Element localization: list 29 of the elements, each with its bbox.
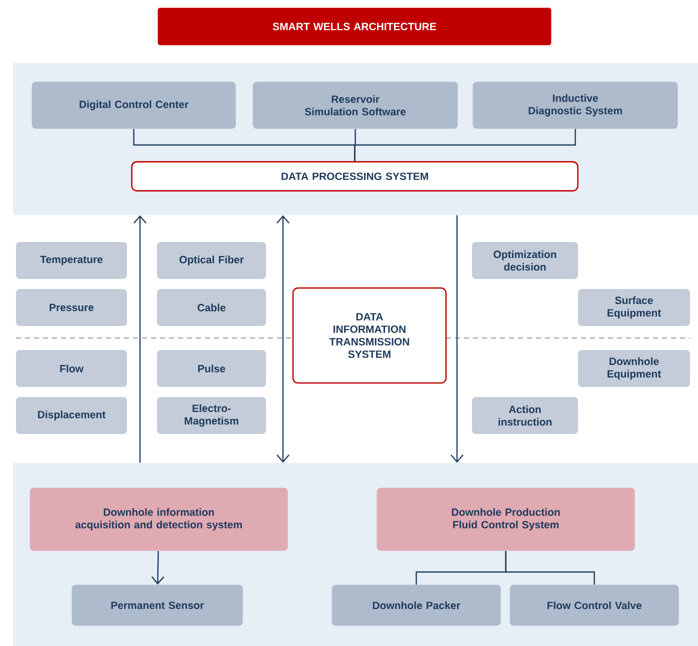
connector-line (134, 215, 146, 463)
method-box: Downhole Equipment (578, 350, 690, 387)
connector-line (450, 215, 464, 463)
method-box: Electro-Magnetism (157, 397, 266, 434)
system-box: DATA INFORMATION TRANSMISSION SYSTEM (292, 287, 447, 384)
method-box: Temperature (16, 242, 127, 279)
component-box: Flow Control Valve (510, 584, 679, 626)
method-box: Cable (157, 289, 266, 326)
component-box: Digital Control Center (32, 82, 236, 129)
method-box: Action instruction (472, 397, 578, 434)
connector-line (276, 215, 290, 463)
method-box: Pulse (157, 350, 266, 387)
subsystem-box: Downhole information acquisition and detection system (30, 488, 288, 551)
connector-line (505, 551, 595, 585)
connector-line (354, 129, 576, 162)
title-banner: SMART WELLS ARCHITECTURE (158, 8, 552, 46)
component-box: Inductive Diagnostic System (472, 82, 678, 129)
component-box: Reservoir Simulation Software (252, 82, 458, 129)
connector-line (151, 551, 164, 585)
method-box: Optical Fiber (157, 242, 266, 279)
component-box: Downhole Packer (332, 584, 501, 626)
method-box: Pressure (16, 289, 127, 326)
component-box: Permanent Sensor (72, 584, 243, 626)
method-box: Surface Equipment (578, 289, 690, 326)
subsystem-box: Downhole Production Fluid Control System (376, 488, 635, 551)
method-box: Displacement (16, 397, 127, 434)
system-box: DATA PROCESSING SYSTEM (131, 161, 578, 192)
method-box: Optimization decision (472, 242, 578, 279)
method-box: Flow (16, 350, 127, 387)
